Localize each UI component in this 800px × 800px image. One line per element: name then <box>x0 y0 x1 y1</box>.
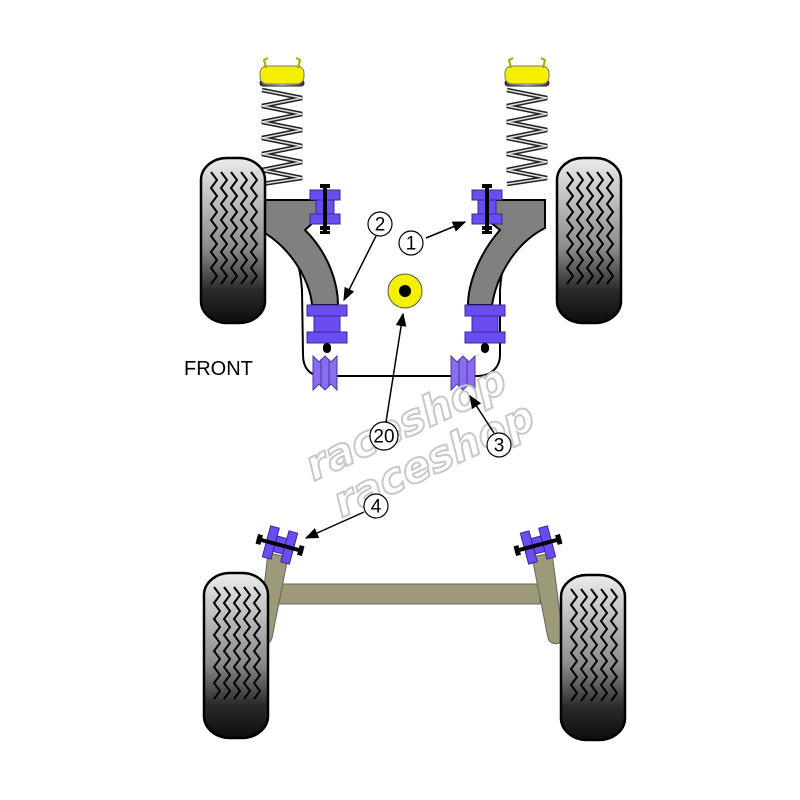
front-axle: FRONT <box>184 57 623 391</box>
front-left-tyre <box>199 156 267 325</box>
right-top-mount <box>504 57 550 85</box>
callout-1[interactable]: 1 <box>398 230 424 256</box>
bush-arb-left[interactable] <box>312 355 338 391</box>
left-top-mount <box>259 57 305 85</box>
svg-text:2: 2 <box>375 215 386 236</box>
callout-20[interactable]: 20 <box>369 421 399 451</box>
right-coil-spring <box>505 80 549 184</box>
callout-2[interactable]: 2 <box>367 211 393 237</box>
callouts: 1 2 20 3 4 <box>304 211 512 539</box>
left-coil-spring <box>260 80 304 184</box>
svg-text:1: 1 <box>406 234 417 255</box>
rear-axle <box>202 522 627 742</box>
top-mount-bush[interactable] <box>387 273 423 309</box>
callout-4[interactable]: 4 <box>363 493 389 519</box>
bush-front-left-lower[interactable] <box>306 304 348 354</box>
rear-beam <box>277 583 541 605</box>
callout-3[interactable]: 3 <box>486 432 512 458</box>
rear-left-tyre <box>202 571 270 740</box>
front-right-tyre <box>555 156 623 325</box>
svg-text:20: 20 <box>373 427 394 448</box>
svg-text:4: 4 <box>371 497 382 518</box>
rear-right-tyre <box>559 573 627 742</box>
front-label: FRONT <box>184 358 253 380</box>
svg-text:3: 3 <box>494 436 505 457</box>
